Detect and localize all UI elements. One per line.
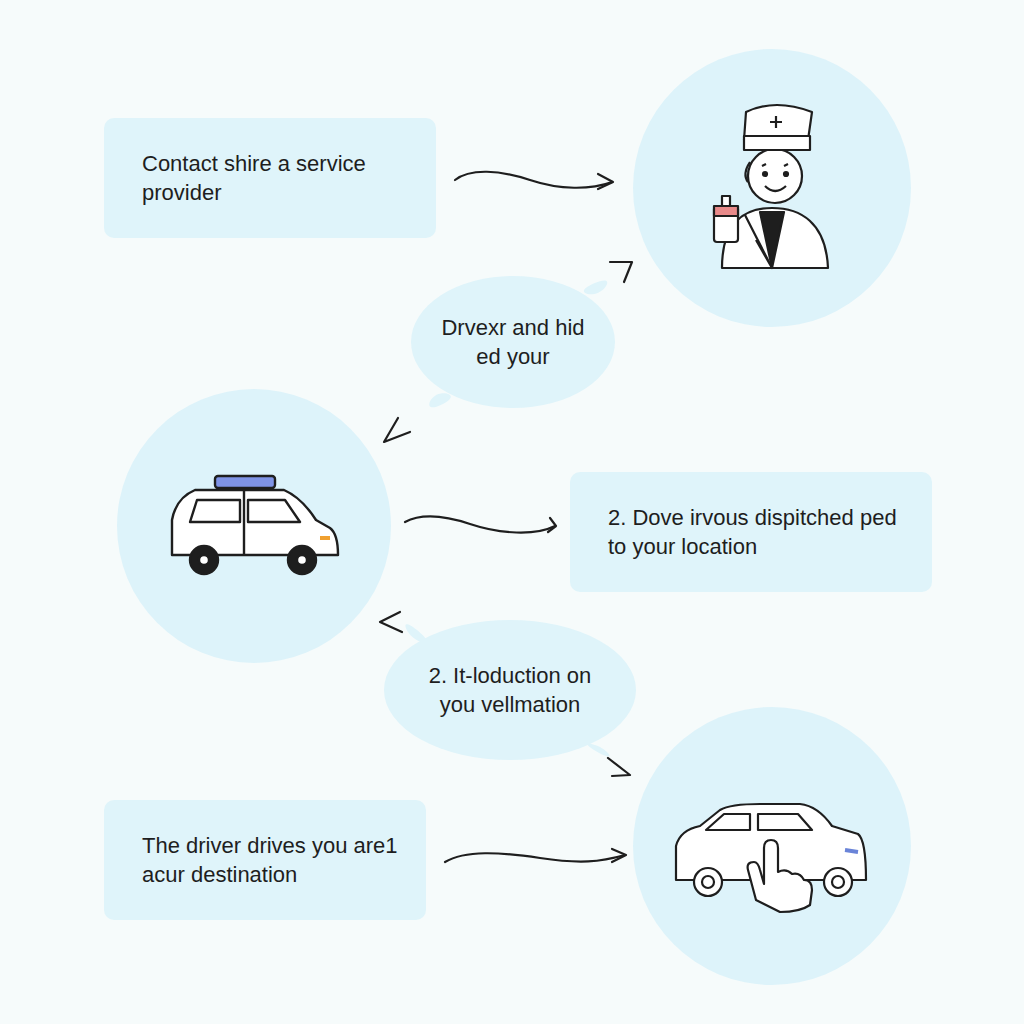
bubble-tail bbox=[429, 393, 451, 407]
text-group: Drvexr and hid ed your bbox=[435, 313, 591, 372]
arrow-head bbox=[380, 612, 402, 632]
arrow-head bbox=[612, 849, 626, 862]
step-text: 2. Dove irvous dispitched ped to your lo… bbox=[608, 503, 910, 562]
text-group: 2. Dove irvous dispitched ped to your lo… bbox=[608, 503, 910, 562]
arrow-head bbox=[384, 418, 410, 442]
step-text: The driver drives you are1 acur destinat… bbox=[142, 831, 404, 890]
step-text: Contact shire a service provider bbox=[142, 149, 414, 208]
car-hand-icon bbox=[676, 804, 866, 912]
bubble-tail bbox=[584, 280, 608, 294]
arrow-head bbox=[610, 262, 632, 282]
taxi-icon bbox=[172, 476, 338, 574]
text-group: The driver drives you are1 acur destinat… bbox=[142, 831, 404, 890]
bubble-shape bbox=[384, 620, 636, 760]
arrow-head bbox=[598, 174, 613, 189]
text-group: Contact shire a service provider bbox=[142, 149, 414, 208]
step-box: Contact shire a service provider bbox=[104, 118, 436, 238]
bubble-shape bbox=[411, 276, 615, 408]
wavy-arrow bbox=[445, 853, 625, 862]
speech-bubble: Drvexr and hid ed your bbox=[411, 276, 615, 408]
wavy-arrow bbox=[455, 172, 612, 188]
icon-circle bbox=[117, 389, 391, 663]
icon-circle bbox=[633, 49, 911, 327]
bubble-body bbox=[411, 276, 615, 408]
wavy-arrow bbox=[405, 516, 555, 532]
bubble-body bbox=[384, 620, 636, 760]
step-text: Drvexr and hid ed your bbox=[435, 313, 591, 372]
text-group: 2. It-loduction on you vellmation bbox=[408, 661, 612, 720]
icon-circle bbox=[633, 707, 911, 985]
arrow-head bbox=[548, 518, 556, 532]
arrow-head bbox=[608, 758, 630, 776]
step-text: 2. It-loduction on you vellmation bbox=[408, 661, 612, 720]
driver-icon bbox=[714, 105, 828, 268]
step-box: The driver drives you are1 acur destinat… bbox=[104, 800, 426, 920]
speech-bubble: 2. It-loduction on you vellmation bbox=[384, 620, 636, 760]
step-box: 2. Dove irvous dispitched ped to your lo… bbox=[570, 472, 932, 592]
bubble-tail bbox=[588, 744, 610, 757]
